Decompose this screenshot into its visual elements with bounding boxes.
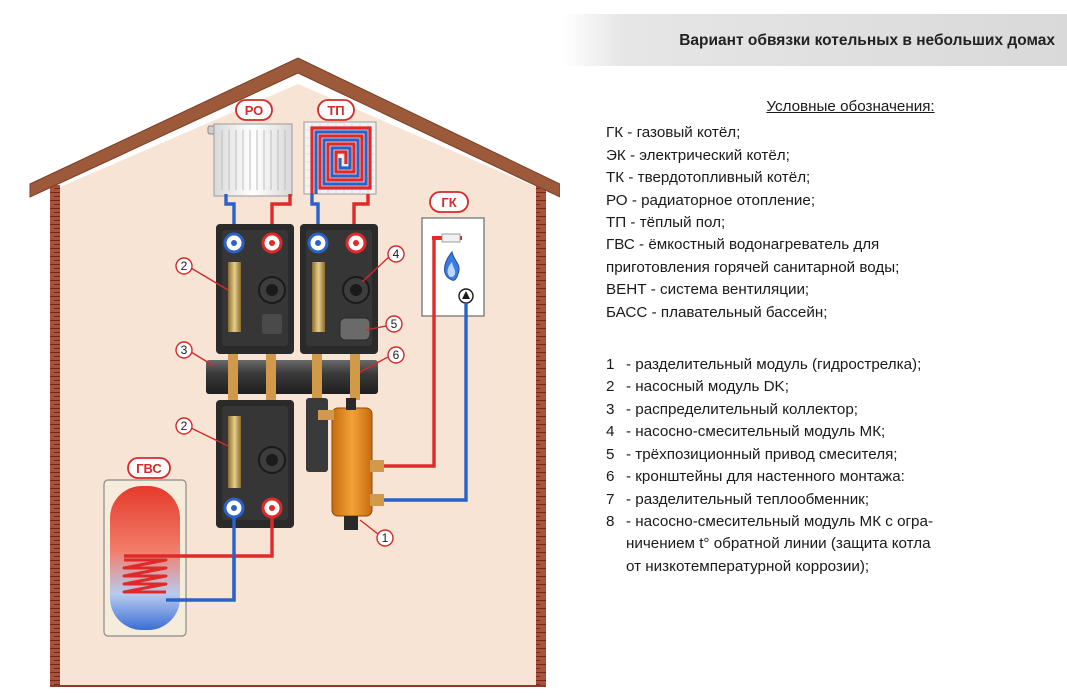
svg-text:2: 2 [181,419,188,433]
boiler-pipes [382,236,468,502]
svg-text:5: 5 [391,317,398,331]
abbr-line: ГВС - ёмкостный водонагреватель для [606,236,880,254]
list-item: 1 - разделительный модуль (гидрострелка)… [606,356,922,374]
label-ro: РО [235,99,273,121]
legend: Условные обозначения: ГК - газовый котёл… [606,96,1061,578]
svg-text:ГВС: ГВС [136,461,162,476]
abbr-line: приготовления горячей санитарной воды; [606,258,900,276]
hot-water-tank [103,479,187,637]
list-item: 6 - кронштейны для настенного монтажа: [606,468,905,486]
abbr-line: ТП - тёплый пол; [606,214,726,232]
callout-2-lower: 2 [175,417,229,447]
abbr-line: ВЕНТ - система вентиляции; [606,281,810,299]
svg-text:6: 6 [393,348,400,362]
label-gvs: ГВС [127,457,171,479]
list-item-continuation: ничением t° обратной линии (защита котла [626,535,931,553]
brick-column-right [536,185,546,685]
heating-circuit-pipes [224,194,370,230]
svg-text:ТП: ТП [327,103,344,118]
underfloor-heating [303,121,377,195]
svg-text:3: 3 [181,343,188,357]
callout-6: 6 [359,346,405,373]
legend-heading: Условные обозначения: [766,98,935,115]
boiler-room-diagram: РО ТП ГК ГВС 2 3 2 4 5 6 [29,57,560,687]
callout-3: 3 [175,341,215,367]
svg-text:ГК: ГК [441,195,456,210]
label-gk: ГК [429,191,469,213]
numbered-list: 1 - разделительный модуль (гидрострелка)… [606,354,1061,578]
list-item: 4 - насосно-смесительный модуль МК; [606,423,886,441]
distribution-collector [206,354,378,400]
svg-text:1: 1 [382,531,389,545]
callout-4: 4 [361,245,405,283]
mixing-module-top-right [300,224,378,354]
svg-text:2: 2 [181,259,188,273]
abbr-line: ЭК - электрический котёл; [606,146,790,164]
roof [29,57,560,198]
brick-column-left [50,185,60,685]
list-item: 5 - трёхпозиционный привод смесителя; [606,445,898,463]
callout-5: 5 [365,315,403,333]
svg-text:4: 4 [393,247,400,261]
abbreviation-list: ГК - газовый котёл; ЭК - электрический к… [606,122,1061,324]
abbr-line: БАСС - плавательный бассейн; [606,303,828,321]
mixer-actuator [339,317,371,341]
title-bar: Вариант обвязки котельных в небольших до… [562,14,1067,66]
abbr-line: РО - радиаторное отопление; [606,191,816,209]
radiator [207,123,293,197]
list-item: 2 - насосный модуль DK; [606,378,789,396]
page-title: Вариант обвязки котельных в небольших до… [679,32,1055,49]
hot-water-pipes [124,518,274,602]
hydraulic-separator [306,398,384,530]
abbr-line: ГК - газовый котёл; [606,124,741,142]
svg-text:РО: РО [245,103,264,118]
list-item: 3 - распределительный коллектор; [606,400,859,418]
callout-1: 1 [359,519,394,547]
pump-module-top-left [216,224,294,354]
list-item-continuation: от низкотемпературной коррозии); [626,557,870,575]
label-tp: ТП [317,99,355,121]
list-item: 7 - разделительный теплообменник; [606,490,870,508]
abbr-line: ТК - твердотопливный котёл; [606,169,811,187]
pump-module-bottom [216,400,294,528]
callout-2-upper: 2 [175,257,229,291]
gas-boiler [421,217,485,317]
list-item: 8 - насосно-смесительный модуль МК с огр… [606,512,934,530]
